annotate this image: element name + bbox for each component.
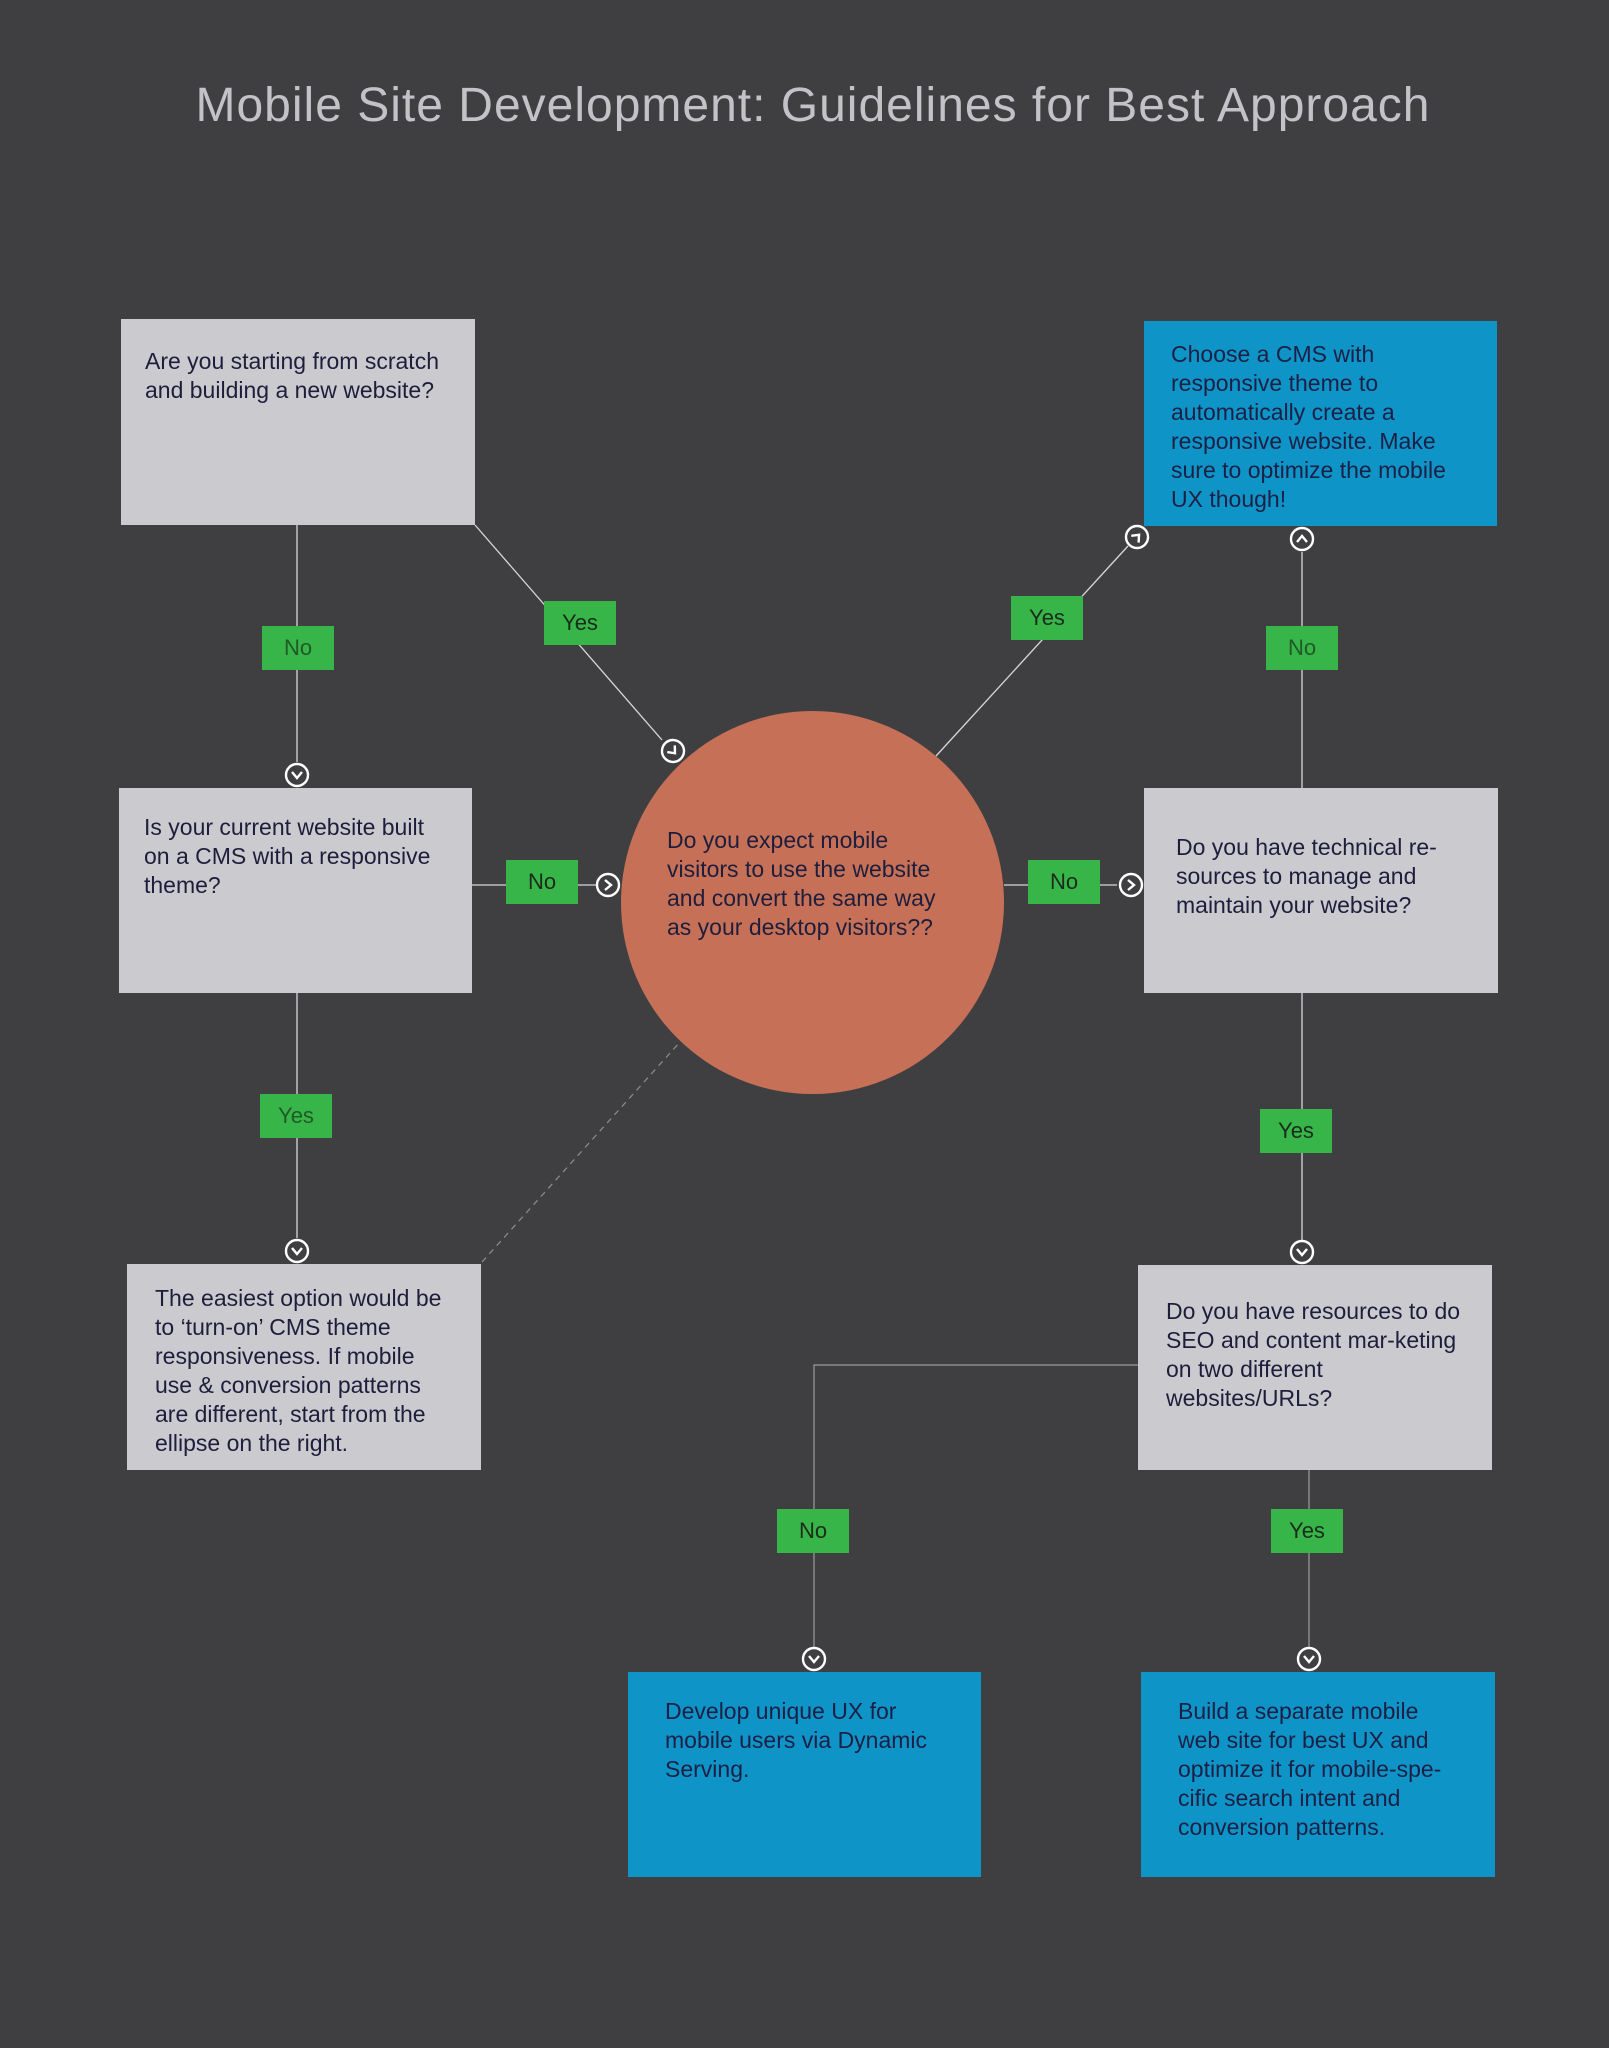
node-cms-responsive-theme: Is your current website built on a CMS w… [119, 788, 472, 993]
tag-seo-no: No [777, 1509, 849, 1553]
node-technical-resources: Do you have technical re-sources to mana… [1144, 788, 1498, 993]
arrow-down-icon [284, 762, 310, 788]
arrow-right-icon [595, 872, 621, 898]
arrow-diagonal-icon [1124, 524, 1150, 550]
arrow-down-icon [1289, 1239, 1315, 1265]
node-seo-resources: Do you have resources to do SEO and cont… [1138, 1265, 1492, 1470]
tag-technical-no: No [1266, 626, 1338, 670]
arrow-down-icon [801, 1646, 827, 1672]
connector-dashed [481, 1041, 681, 1263]
node-easiest-option: The easiest option would be to ‘turn-on’… [127, 1264, 481, 1470]
tag-technical-yes: Yes [1260, 1109, 1332, 1153]
node-choose-cms: Choose a CMS with responsive theme to au… [1144, 321, 1497, 526]
node-separate-mobile-site: Build a separate mobile web site for bes… [1141, 1672, 1495, 1877]
tag-center-yes: Yes [1011, 596, 1083, 640]
tag-scratch-no: No [262, 626, 334, 670]
arrow-diagonal-icon [660, 738, 686, 764]
arrow-down-icon [1296, 1646, 1322, 1672]
tag-scratch-yes: Yes [544, 601, 616, 645]
connector-seo-no [813, 1364, 1138, 1647]
tag-center-no: No [1028, 860, 1100, 904]
tag-cms-yes: Yes [260, 1094, 332, 1138]
tag-cms-no: No [506, 860, 578, 904]
node-dynamic-serving: Develop unique UX for mobile users via D… [628, 1672, 981, 1877]
connector-center-yes [935, 545, 1129, 757]
page-title: Mobile Site Development: Guidelines for … [195, 79, 1431, 132]
arrow-up-icon [1289, 526, 1315, 552]
arrow-down-icon [284, 1238, 310, 1264]
node-starting-from-scratch: Are you starting from scratch and buildi… [121, 319, 475, 525]
arrow-right-icon [1118, 872, 1144, 898]
node-expect-mobile-visitors: Do you expect mobile visitors to use the… [621, 711, 1004, 1094]
tag-seo-yes: Yes [1271, 1509, 1343, 1553]
